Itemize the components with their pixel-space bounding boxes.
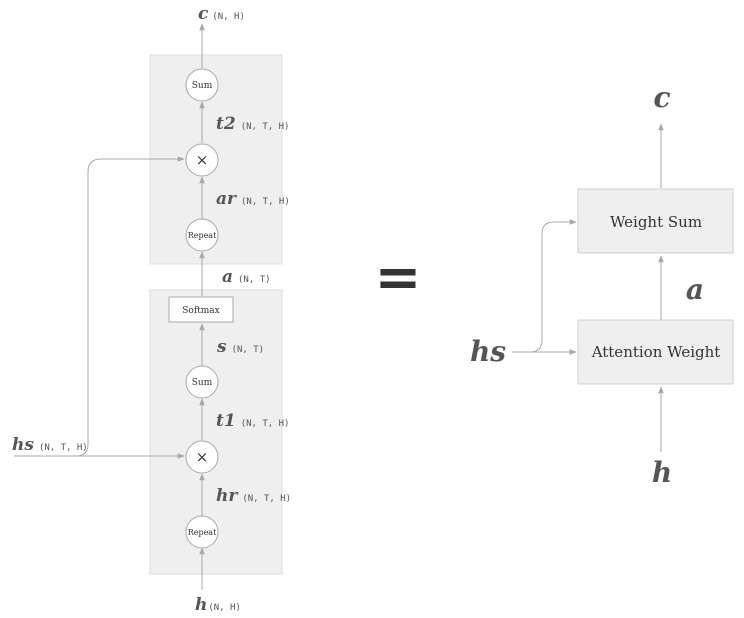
var-hs-right: hs — [470, 335, 506, 368]
mul-node-top-label: × — [196, 151, 209, 169]
t2-label: t2 (N, T, H) — [216, 114, 289, 134]
shape-s: (N, T) — [232, 345, 265, 355]
var-a-right: a — [686, 273, 704, 306]
var-ar: ar — [216, 189, 237, 209]
shape-t1: (N, T, H) — [241, 419, 290, 429]
softmax-node-label: Softmax — [182, 306, 220, 316]
shape-hr: (N, T, H) — [242, 494, 291, 504]
var-h-right: h — [652, 456, 672, 489]
attention-weight-box — [577, 319, 734, 385]
output-c-label: c(N, H) — [198, 4, 245, 24]
var-c-right: c — [653, 81, 670, 114]
var-h-left: h — [195, 595, 207, 615]
s-label: s (N, T) — [216, 337, 264, 357]
sum-node-top-label: Sum — [192, 81, 213, 91]
var-c: c — [198, 4, 209, 24]
sum-node-top — [185, 68, 219, 102]
shape-t2: (N, T, H) — [241, 122, 290, 132]
softmax-node — [168, 296, 234, 323]
edge-hs-to-weightsum — [529, 219, 577, 353]
repeat-node-bottom-label: Repeat — [188, 528, 217, 537]
var-t2: t2 — [216, 114, 236, 134]
a-label: a (N, T) — [222, 267, 271, 287]
mul-node-bottom-label: × — [196, 448, 209, 466]
h-label-left: h(N, H) — [195, 595, 241, 615]
sum-node-bottom-label: Sum — [192, 378, 213, 388]
var-s: s — [216, 337, 227, 357]
var-t1: t1 — [216, 411, 236, 431]
shape-a: (N, T) — [238, 275, 271, 285]
t1-label: t1 (N, T, H) — [216, 411, 289, 431]
repeat-node-bottom — [185, 515, 219, 549]
repeat-node-top-label: Repeat — [188, 231, 217, 240]
mul-node-top — [185, 143, 219, 177]
shape-ar: (N, T, H) — [241, 197, 290, 207]
weight-sum-label: Weight Sum — [610, 213, 702, 231]
equals-sign: = — [375, 245, 422, 310]
var-a: a — [222, 267, 233, 287]
hs-label-left: hs (N, T, H) — [12, 435, 88, 455]
weight-sum-box — [577, 188, 734, 254]
mul-node-bottom — [185, 440, 219, 474]
shape-hs-left: (N, T, H) — [39, 443, 88, 453]
shape-h-left: (N, H) — [208, 603, 241, 613]
var-hs-left: hs — [12, 435, 34, 455]
sum-node-bottom — [185, 365, 219, 399]
attention-weight-label: Attention Weight — [591, 343, 721, 361]
hr-label: hr (N, T, H) — [216, 486, 291, 506]
edge-hs-to-mul-top — [75, 156, 185, 457]
var-hr: hr — [216, 486, 238, 506]
ar-label: ar (N, T, H) — [216, 189, 290, 209]
repeat-node-top — [185, 218, 219, 252]
shape-c: (N, H) — [212, 12, 245, 22]
